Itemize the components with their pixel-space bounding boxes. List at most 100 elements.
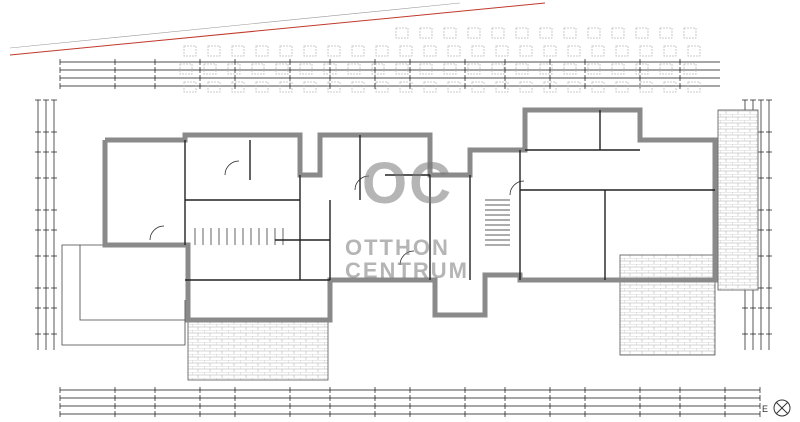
grid-cell — [471, 81, 485, 93]
grid-cell — [303, 81, 317, 93]
grid-cell — [515, 27, 529, 39]
grid-cell — [327, 81, 341, 93]
grid-cell — [563, 27, 577, 39]
grid-cell — [255, 81, 269, 93]
grid-cell — [635, 27, 649, 39]
watermark-text: OTTHON — [345, 235, 450, 260]
door-swing — [224, 160, 240, 176]
grid-cell — [227, 63, 241, 75]
grid-cell — [663, 81, 677, 93]
door-swing — [354, 175, 370, 191]
grid-cell — [399, 45, 413, 57]
grid-cell — [615, 45, 629, 57]
grid-cell — [683, 63, 697, 75]
grid-cell — [519, 45, 533, 57]
grid-cell — [683, 27, 697, 39]
grid-cell — [587, 63, 601, 75]
grid-cell — [207, 45, 221, 57]
grid-cell — [279, 45, 293, 57]
grid-cell — [639, 45, 653, 57]
grid-cell — [419, 63, 433, 75]
grid-cell — [611, 63, 625, 75]
column-grid — [179, 27, 701, 93]
grid-cell — [371, 63, 385, 75]
grid-cell — [375, 81, 389, 93]
grid-cell — [567, 81, 581, 93]
watermark-text: CENTRUM — [345, 258, 469, 283]
grid-cell — [515, 63, 529, 75]
grid-cell — [635, 63, 649, 75]
grid-cell — [447, 81, 461, 93]
walls — [102, 107, 718, 323]
grid-cell — [519, 81, 533, 93]
grid-cell — [491, 63, 505, 75]
grid-cell — [587, 27, 601, 39]
grid-cell — [447, 45, 461, 57]
grid-cell — [687, 81, 701, 93]
grid-cell — [255, 45, 269, 57]
terrace-side — [717, 109, 759, 291]
door-swing — [399, 250, 415, 266]
grid-cell — [303, 45, 317, 57]
grid-cell — [659, 27, 673, 39]
grid-cell — [663, 45, 677, 57]
north-arrow-icon — [773, 399, 791, 417]
door-swing — [509, 180, 525, 196]
compass-label: E — [762, 404, 768, 414]
open-terrace-outline — [61, 244, 186, 346]
terrace-south — [187, 319, 329, 381]
grid-cell — [203, 63, 217, 75]
grid-cell — [327, 45, 341, 57]
grid-cell — [399, 81, 413, 93]
terraces — [187, 109, 759, 381]
grid-cell — [495, 81, 509, 93]
property-boundary-line — [9, 2, 461, 49]
staircase — [194, 199, 510, 246]
grid-cell — [543, 81, 557, 93]
grid-cell — [395, 63, 409, 75]
grid-cell — [231, 81, 245, 93]
grid-cell — [539, 63, 553, 75]
grid-cell — [351, 45, 365, 57]
grid-cell — [495, 45, 509, 57]
grid-cell — [591, 45, 605, 57]
grid-cell — [275, 63, 289, 75]
grid-cell — [591, 81, 605, 93]
terrace-east — [619, 254, 716, 356]
grid-cell — [423, 81, 437, 93]
grid-cell — [183, 45, 197, 57]
grid-cell — [659, 63, 673, 75]
grid-cell — [323, 63, 337, 75]
grid-cell — [207, 81, 221, 93]
interior-walls — [149, 110, 715, 281]
grid-cell — [231, 45, 245, 57]
grid-cell — [687, 45, 701, 57]
grid-cell — [563, 63, 577, 75]
grid-cell — [395, 27, 409, 39]
grid-cell — [183, 81, 197, 93]
grid-cell — [299, 63, 313, 75]
grid-cell — [179, 63, 193, 75]
grid-cell — [567, 45, 581, 57]
grid-cell — [491, 27, 505, 39]
property-boundary-line — [9, 2, 546, 56]
grid-cell — [615, 81, 629, 93]
grid-cell — [423, 45, 437, 57]
door-swing — [149, 225, 165, 241]
watermark-logo: OC — [362, 151, 453, 216]
grid-cell — [639, 81, 653, 93]
grid-cell — [543, 45, 557, 57]
grid-cell — [279, 81, 293, 93]
grid-cell — [539, 27, 553, 39]
grid-cell — [611, 27, 625, 39]
grid-cell — [443, 63, 457, 75]
grid-cell — [467, 63, 481, 75]
grid-cell — [251, 63, 265, 75]
grid-cell — [443, 27, 457, 39]
grid-cell — [375, 45, 389, 57]
grid-cell — [471, 45, 485, 57]
grid-cell — [419, 27, 433, 39]
grid-cell — [351, 81, 365, 93]
